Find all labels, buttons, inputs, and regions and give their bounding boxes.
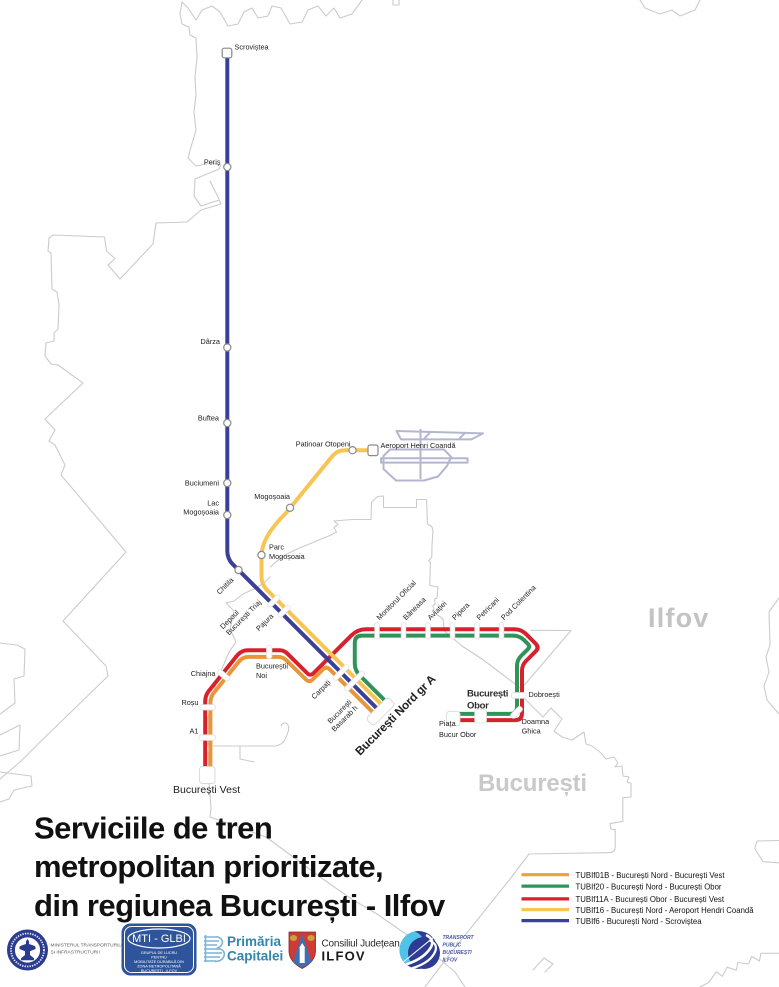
svg-text:Chiajna: Chiajna [191,669,217,678]
svg-text:MTI - GLBI: MTI - GLBI [132,933,186,945]
svg-text:Lac: Lac [207,499,219,508]
svg-text:ILFOV: ILFOV [443,958,458,964]
svg-text:București: București [467,689,508,700]
svg-text:București: București [478,770,587,797]
svg-text:ZONA METROPOLITANĂ: ZONA METROPOLITANĂ [137,965,181,969]
svg-text:MOBILITATE DURABILĂ DIN: MOBILITATE DURABILĂ DIN [134,960,184,964]
svg-text:Dârza: Dârza [201,337,221,346]
svg-text:PUBLIC: PUBLIC [443,943,462,949]
svg-text:Buciumeni: Buciumeni [185,479,219,488]
svg-text:Mogoșoaia: Mogoșoaia [254,492,291,501]
svg-text:MINISTERUL TRANSPORTURILOR: MINISTERUL TRANSPORTURILOR [51,943,129,949]
svg-text:Obor: Obor [467,701,489,712]
svg-text:Piața: Piața [439,719,457,728]
svg-text:Mogoșoaia: Mogoșoaia [269,552,306,561]
svg-text:Patinoar Otopeni: Patinoar Otopeni [296,440,351,449]
svg-text:Roșu: Roșu [181,698,198,707]
svg-text:TRANSPORT: TRANSPORT [443,935,475,941]
svg-text:Buftea: Buftea [198,414,220,423]
svg-text:Mogoșoaia: Mogoșoaia [183,508,220,517]
svg-text:BUCUREȘTI: BUCUREȘTI [443,950,473,956]
svg-text:Noi: Noi [256,671,267,680]
svg-text:TUBIf11A - București Obor - Bu: TUBIf11A - București Obor - București Ve… [576,895,725,904]
svg-text:Capitalei: Capitalei [227,949,283,964]
svg-text:București Vest: București Vest [173,784,240,796]
svg-text:PENTRU: PENTRU [151,956,167,960]
svg-text:Dobroești: Dobroești [529,690,561,699]
svg-text:BUCUREȘTI - ILFOV: BUCUREȘTI - ILFOV [141,969,178,973]
svg-text:ȘI INFRASTRUCTURII: ȘI INFRASTRUCTURII [51,949,100,955]
svg-text:Aeroport Henri Coandă: Aeroport Henri Coandă [381,441,457,450]
svg-text:Serviciile de tren: Serviciile de tren [34,811,272,846]
svg-text:Primăria: Primăria [227,934,282,949]
svg-text:TUBIf16 - București Nord - Aer: TUBIf16 - București Nord - Aeroport Hend… [576,906,755,915]
svg-text:TUBIf01B - București Nord - Bu: TUBIf01B - București Nord - București Ve… [576,871,726,880]
svg-text:Ilfov: Ilfov [648,603,710,633]
svg-text:metropolitan prioritizate,: metropolitan prioritizate, [34,849,383,884]
svg-text:TUBIf20 - București Nord - Buc: TUBIf20 - București Nord - București Obo… [576,883,722,892]
svg-text:Doamna: Doamna [522,717,551,726]
svg-text:Ghica: Ghica [522,727,542,736]
svg-text:Parc: Parc [269,543,284,552]
svg-text:A1: A1 [189,727,198,736]
svg-text:Consiliul Județean: Consiliul Județean [322,939,400,950]
svg-text:din regiunea București - Ilfov: din regiunea București - Ilfov [34,888,446,923]
svg-text:TUBIf6 - București Nord - Scro: TUBIf6 - București Nord - Scroviștea [576,917,703,926]
svg-text:Bucur Obor: Bucur Obor [439,730,477,739]
svg-text:Bucureștii: Bucureștii [256,662,288,671]
svg-text:GRUPUL DE LUCRU: GRUPUL DE LUCRU [141,951,177,955]
svg-text:Periș: Periș [204,158,221,167]
svg-text:Scroviștea: Scroviștea [235,43,270,52]
svg-text:ILFOV: ILFOV [322,949,366,964]
